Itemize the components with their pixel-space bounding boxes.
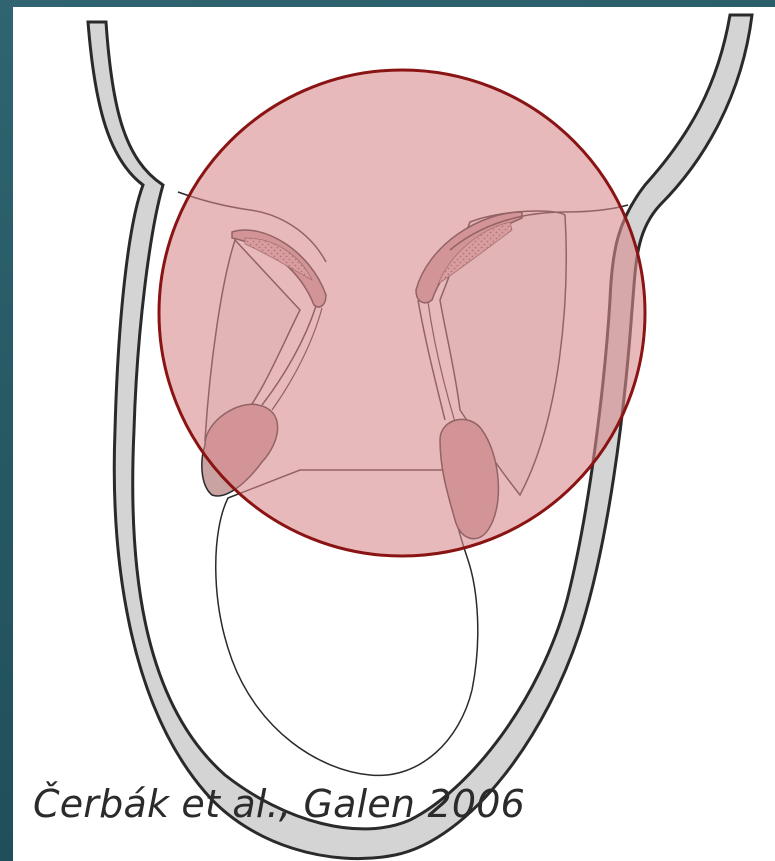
- slide-left-accent: [0, 0, 13, 861]
- larynx-coronal-section-diagram: [13, 7, 775, 861]
- highlight-circle: [159, 70, 645, 556]
- figure-caption: Čerbák et al., Galen 2006: [33, 782, 525, 826]
- slide-top-accent: [0, 0, 775, 7]
